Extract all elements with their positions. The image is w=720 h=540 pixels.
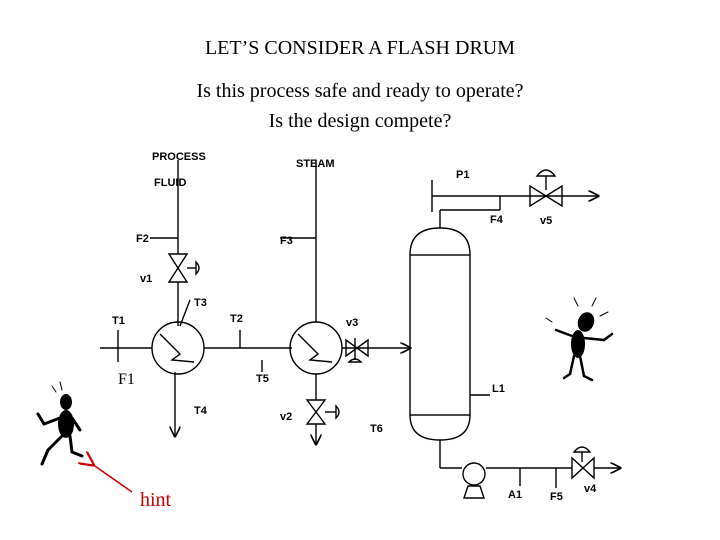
- page-title: LET’S CONSIDER A FLASH DRUM: [204, 37, 516, 59]
- tag-a1: A1: [508, 489, 522, 501]
- hint-label: hint: [140, 489, 172, 511]
- tag-v2: v2: [280, 411, 292, 423]
- tag-f2: F2: [136, 233, 149, 245]
- heat-exchanger-1: [151, 321, 205, 375]
- tag-f1: F1: [118, 371, 135, 388]
- tag-f4: F4: [490, 214, 504, 226]
- exchanger-coil-2: [297, 333, 333, 363]
- label-fluid: FLUID: [154, 177, 186, 189]
- tag-f5: F5: [550, 491, 563, 503]
- label-steam: STEAM: [296, 158, 335, 170]
- valve-v2: [305, 399, 327, 425]
- tag-t5: T5: [256, 373, 269, 385]
- tag-v3: v3: [346, 317, 358, 329]
- label-process: PROCESS: [152, 151, 206, 163]
- hint-arrow: [92, 464, 133, 493]
- pump: [462, 462, 486, 486]
- running-figure: [36, 381, 84, 466]
- tag-t4: T4: [194, 405, 208, 417]
- question-safe: Is this process safe and ready to operat…: [196, 80, 524, 102]
- tag-v5: v5: [540, 215, 552, 227]
- drum-body: [409, 254, 471, 416]
- tag-t6: T6: [370, 423, 383, 435]
- valve-v4: [571, 456, 595, 480]
- tag-f3: F3: [280, 235, 293, 247]
- valve-v3: [345, 338, 369, 358]
- exchanger-coil-1: [159, 333, 195, 363]
- tag-t2: T2: [230, 313, 243, 325]
- tag-l1: L1: [492, 383, 505, 395]
- valve-v5: [529, 184, 563, 208]
- tag-v4: v4: [584, 483, 597, 495]
- tag-t1: T1: [112, 315, 125, 327]
- tag-v1: v1: [140, 273, 152, 285]
- drum-bottom: [409, 414, 471, 441]
- question-design: Is the design compete?: [268, 110, 452, 132]
- tag-p1: P1: [456, 169, 469, 181]
- drum-top: [409, 227, 471, 256]
- surprised-figure: [545, 297, 614, 382]
- heat-exchanger-2: [289, 321, 343, 375]
- valve-v1: [167, 253, 189, 283]
- tag-t3: T3: [194, 297, 207, 309]
